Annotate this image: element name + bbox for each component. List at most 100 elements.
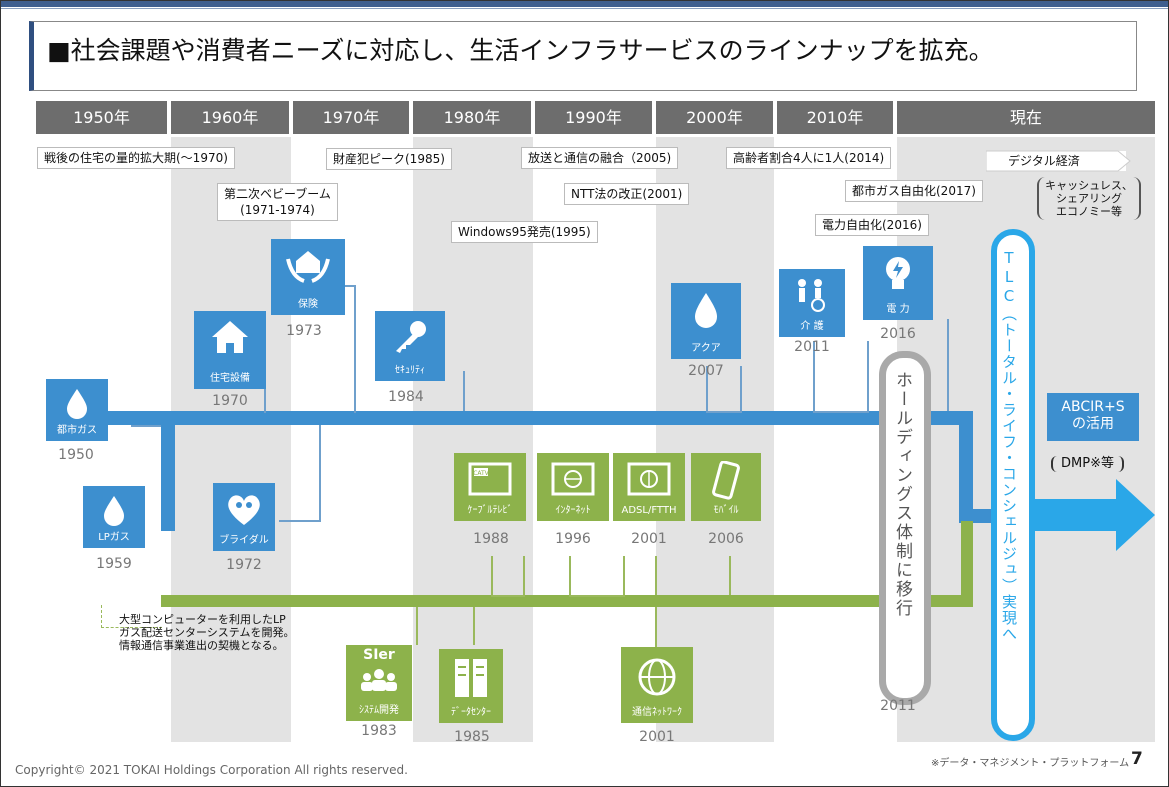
lightbulb-icon xyxy=(886,257,910,289)
network-globe-icon xyxy=(638,658,676,696)
year-network: 2001 xyxy=(639,729,675,745)
blue-right-drop xyxy=(959,411,973,521)
tile-label: ｾｷｭﾘﾃｨ xyxy=(395,365,425,376)
tile-label: ｹｰﾌﾞﾙﾃﾚﾋﾞ xyxy=(467,505,513,516)
tile-lp-gas: LPガス xyxy=(83,486,145,548)
event-cashless: キャッシュレス、 シェアリング エコノミー等 xyxy=(1037,177,1141,220)
tile-label: LPガス xyxy=(98,532,130,543)
decade-1960: 1960年 xyxy=(171,101,289,134)
tile-city-gas: 都市ガス xyxy=(46,379,108,441)
year-aqua: 2007 xyxy=(688,363,724,379)
tlc-frame xyxy=(991,229,1035,741)
tile-aqua: アクア xyxy=(671,283,741,359)
year-sier: 1983 xyxy=(361,723,397,739)
house-icon xyxy=(212,321,248,353)
connector xyxy=(655,556,731,595)
tile-label: ﾓﾊﾞｲﾙ xyxy=(713,505,739,516)
tile-catv: CATV ｹｰﾌﾞﾙﾃﾚﾋﾞ xyxy=(454,453,526,521)
svg-text:CATV: CATV xyxy=(473,470,489,477)
tile-bridal: ブライダル xyxy=(213,483,275,551)
event-crime: 財産犯ピーク(1985) xyxy=(326,148,452,170)
year-security: 1984 xyxy=(388,389,424,405)
lp-note: 大型コンピューターを利用したLP ガス配送センターシステムを開発。 情報通信事業… xyxy=(119,613,295,652)
connector xyxy=(279,425,321,522)
gas-drop-icon xyxy=(67,389,87,419)
green-right-riser xyxy=(961,521,973,607)
decade-1950: 1950年 xyxy=(36,101,167,134)
tile-housing: 住宅設備 xyxy=(194,311,266,389)
slide-title: ■社会課題や消費者ニーズに対応し、生活インフラサービスのラインナップを拡充。 xyxy=(47,36,994,65)
connector xyxy=(706,366,742,413)
team-icon xyxy=(361,669,397,691)
tile-insurance: 保険 xyxy=(271,239,345,315)
blue-lp-riser xyxy=(161,411,175,531)
globe-monitor-icon xyxy=(551,462,595,496)
green-timeline-bar xyxy=(161,595,973,607)
top-rule-thin xyxy=(1,8,1168,9)
abcir-sub: DMP※等 xyxy=(1051,456,1124,472)
abcir-box: ABCIR+S の活用 xyxy=(1047,393,1139,441)
tile-label: ADSL/FTTH xyxy=(621,505,677,516)
year-catv: 1988 xyxy=(473,531,509,547)
holdings-text: ホールディングス体制に移行 xyxy=(892,371,912,618)
year-bridal: 1972 xyxy=(226,557,262,573)
water-drop-icon xyxy=(695,293,717,328)
event-postwar: 戦後の住宅の量的拡大期(～1970) xyxy=(37,147,235,169)
event-windows95: Windows95発売(1995) xyxy=(451,221,598,243)
tile-label: 介 護 xyxy=(800,321,824,332)
year-datacenter: 1985 xyxy=(454,729,490,745)
year-mobile: 2006 xyxy=(708,531,744,547)
tile-care: 介 護 xyxy=(779,269,845,337)
event-digital: デジタル経済 xyxy=(1008,154,1080,168)
event-elderly: 高齢者割合4人に1人(2014) xyxy=(726,147,892,169)
year-lp-gas: 1959 xyxy=(96,556,132,572)
note-leader xyxy=(101,605,162,628)
page-number: 7 xyxy=(1131,749,1143,769)
digital-arrow-shape xyxy=(986,150,1131,172)
tile-label: 通信ﾈｯﾄﾜｰｸ xyxy=(632,707,682,718)
gas-drop-icon xyxy=(104,496,124,526)
connector xyxy=(925,319,949,411)
digital-arrow: デジタル経済 xyxy=(986,150,1131,172)
tile-network: 通信ﾈｯﾄﾜｰｸ xyxy=(621,647,693,723)
holdings-year: 2011 xyxy=(880,698,916,714)
decade-2000: 2000年 xyxy=(656,101,773,134)
tv-icon: CATV xyxy=(468,462,512,496)
decade-present: 現在 xyxy=(897,101,1155,134)
tile-power: 電 力 xyxy=(863,246,933,320)
tile-label: 保険 xyxy=(298,299,318,310)
tile-label: 住宅設備 xyxy=(210,373,250,384)
title-frame xyxy=(29,21,1137,91)
event-gas-liberalization: 都市ガス自由化(2017) xyxy=(845,180,983,202)
smartphone-icon xyxy=(712,461,740,500)
forward-arrow xyxy=(1031,479,1155,551)
tile-label: ｲﾝﾀｰﾈｯﾄ xyxy=(555,505,591,516)
connector xyxy=(441,371,465,411)
server-rack-icon xyxy=(455,659,487,697)
decade-1970: 1970年 xyxy=(293,101,409,134)
year-care: 2011 xyxy=(794,339,830,355)
tile-sier: SIer ｼｽﾃﾑ開発 xyxy=(346,645,412,721)
tile-mobile: ﾓﾊﾞｲﾙ xyxy=(691,453,761,521)
tile-label: ｼｽﾃﾑ開発 xyxy=(359,705,399,716)
connector xyxy=(813,341,869,413)
band-1960s xyxy=(171,137,291,742)
tile-label: ブライダル xyxy=(219,535,269,546)
year-city-gas: 1950 xyxy=(58,447,94,463)
event-electricity-liberalization: 電力自由化(2016) xyxy=(815,214,929,236)
decade-1980: 1980年 xyxy=(413,101,531,134)
tile-label: 電 力 xyxy=(886,304,910,315)
blue-timeline-bar xyxy=(101,411,971,425)
heart-couple-icon xyxy=(228,495,260,525)
tlc-text: TLC（トータル・ライフ・コンシェルジュ）実現へ xyxy=(1000,249,1018,642)
decade-2010: 2010年 xyxy=(777,101,893,134)
key-icon xyxy=(396,321,426,353)
tile-security: ｾｷｭﾘﾃｨ xyxy=(375,311,445,381)
year-insurance: 1973 xyxy=(286,323,322,339)
globe-monitor-icon xyxy=(627,462,671,496)
connector xyxy=(131,425,161,427)
year-adsl: 2001 xyxy=(631,531,667,547)
footnote: ※データ・マネジメント・プラットフォーム xyxy=(931,758,1130,769)
holdings-frame xyxy=(879,351,931,705)
decade-1990: 1990年 xyxy=(535,101,652,134)
